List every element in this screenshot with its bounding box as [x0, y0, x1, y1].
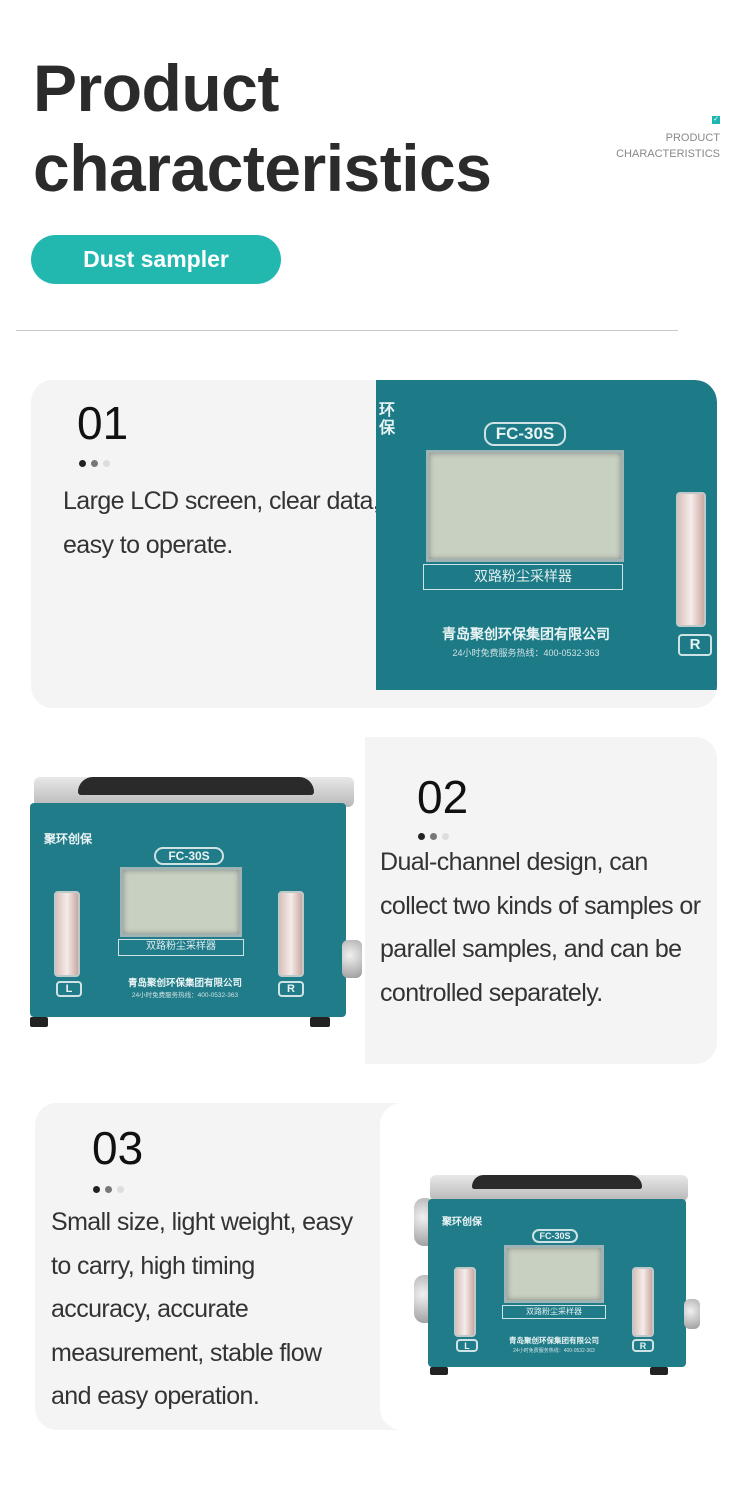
- feature-description-line: controlled separately.: [380, 978, 603, 1007]
- dot: [418, 833, 425, 840]
- brand-logo: 聚环创保: [442, 1217, 482, 1228]
- flow-tube-left: [454, 1267, 476, 1337]
- dot: [442, 833, 449, 840]
- pagination-dots: [93, 1186, 124, 1193]
- lcd-closeup-photo: 环保 FC-30S 双路粉尘采样器 青岛聚创环保集团有限公司 24小时免费服务热…: [376, 380, 717, 690]
- dot: [103, 460, 110, 467]
- dot: [93, 1186, 100, 1193]
- model-label: FC-30S: [532, 1229, 578, 1243]
- lcd-screen: [120, 867, 242, 937]
- device-subtitle: 双路粉尘采样器: [118, 939, 244, 956]
- right-channel-label: R: [678, 634, 712, 656]
- lcd-screen: [504, 1245, 604, 1303]
- pagination-dots: [418, 833, 449, 840]
- feature-description-line: Dual-channel design, can: [380, 848, 648, 876]
- brand-mark-partial: 环保: [379, 402, 396, 437]
- device-body: 聚环创保 FC-30S 双路粉尘采样器 青岛聚创环保集团有限公司 24小时免费服…: [30, 803, 346, 1017]
- page-title-line-2: characteristics: [33, 131, 492, 205]
- product-category-pill: Dust sampler: [31, 235, 281, 284]
- device-subtitle: 双路粉尘采样器: [502, 1305, 606, 1319]
- dot: [117, 1186, 124, 1193]
- feature-number: 01: [77, 397, 129, 449]
- flow-tube-right: [278, 891, 304, 977]
- dot: [105, 1186, 112, 1193]
- model-label: FC-30S: [154, 847, 224, 865]
- page-title-line-1: Product: [33, 51, 279, 125]
- header-divider: [16, 330, 678, 331]
- company-name: 青岛聚创环保集团有限公司: [127, 978, 242, 989]
- side-knob: [342, 940, 362, 978]
- model-label: FC-30S: [484, 422, 566, 446]
- dot: [430, 833, 437, 840]
- device-body: 聚环创保 FC-30S 双路粉尘采样器 青岛聚创环保集团有限公司 24小时免费服…: [428, 1199, 686, 1367]
- device-foot: [310, 1017, 330, 1027]
- check-icon: ✓: [712, 116, 720, 124]
- device-foot: [30, 1017, 48, 1027]
- flow-tube: [676, 492, 706, 627]
- pagination-dots: [79, 460, 110, 467]
- feature-card-01: 01 Large LCD screen, clear data, easy to…: [31, 380, 717, 708]
- left-channel-label: L: [56, 981, 82, 997]
- device-foot: [650, 1367, 668, 1375]
- company-name: 青岛聚创环保集团有限公司: [442, 626, 610, 642]
- hotline-text: 24小时免费服务热线：400-0532-363: [452, 648, 600, 658]
- feature-description-line: easy to operate.: [63, 530, 233, 559]
- feature-description-line: and easy operation.: [51, 1382, 260, 1410]
- feature-number: 03: [92, 1122, 144, 1174]
- feature-description: Dual-channel design, can collect two kin…: [380, 841, 715, 1015]
- section-side-label: ✓ PRODUCT CHARACTERISTICS: [616, 110, 720, 162]
- feature-description-line: measurement, stable flow: [51, 1338, 322, 1367]
- feature-description-line: Small size, light weight, easy: [51, 1208, 353, 1236]
- flow-tube-left: [54, 891, 80, 977]
- carry-handle: [78, 777, 314, 795]
- device-foot: [430, 1367, 448, 1375]
- company-name: 青岛聚创环保集团有限公司: [509, 1336, 599, 1345]
- feature-number: 02: [417, 771, 469, 823]
- device-angle-photo: 聚环创保 FC-30S 双路粉尘采样器 青岛聚创环保集团有限公司 24小时免费服…: [380, 1103, 717, 1430]
- feature-description: Large LCD screen, clear data, easy to op…: [63, 480, 383, 567]
- feature-description-line: Large LCD screen, clear data,: [63, 487, 380, 515]
- device-front-photo: 聚环创保 FC-30S 双路粉尘采样器 青岛聚创环保集团有限公司 24小时免费服…: [30, 737, 365, 1064]
- right-channel-label: R: [278, 981, 304, 997]
- dot: [79, 460, 86, 467]
- right-channel-label: R: [632, 1339, 654, 1352]
- side-label-line-2: CHARACTERISTICS: [616, 148, 720, 160]
- brand-logo: 聚环创保: [44, 832, 93, 846]
- device-subtitle: 双路粉尘采样器: [423, 564, 623, 590]
- page-title: Product characteristics: [33, 48, 492, 208]
- carry-handle: [472, 1175, 642, 1189]
- hotline-text: 24小时免费服务热线：400-0532-363: [131, 992, 239, 999]
- feature-description-line: accuracy, accurate: [51, 1295, 249, 1323]
- feature-description-line: to carry, high timing: [51, 1251, 255, 1280]
- side-knob-right: [684, 1299, 700, 1329]
- hotline-text: 24小时免费服务热线：400-0532-363: [513, 1348, 595, 1354]
- lcd-screen: [426, 450, 624, 562]
- flow-tube-right: [632, 1267, 654, 1337]
- left-channel-label: L: [456, 1339, 478, 1352]
- feature-description-line: parallel samples, and can be: [380, 935, 682, 963]
- feature-description: Small size, light weight, easy to carry,…: [51, 1201, 381, 1419]
- feature-card-02: 聚环创保 FC-30S 双路粉尘采样器 青岛聚创环保集团有限公司 24小时免费服…: [30, 737, 717, 1064]
- dot: [91, 460, 98, 467]
- side-label-line-1: PRODUCT: [665, 132, 720, 144]
- feature-description-line: collect two kinds of samples or: [380, 891, 701, 920]
- feature-card-03: 03 Small size, light weight, easy to car…: [35, 1103, 717, 1430]
